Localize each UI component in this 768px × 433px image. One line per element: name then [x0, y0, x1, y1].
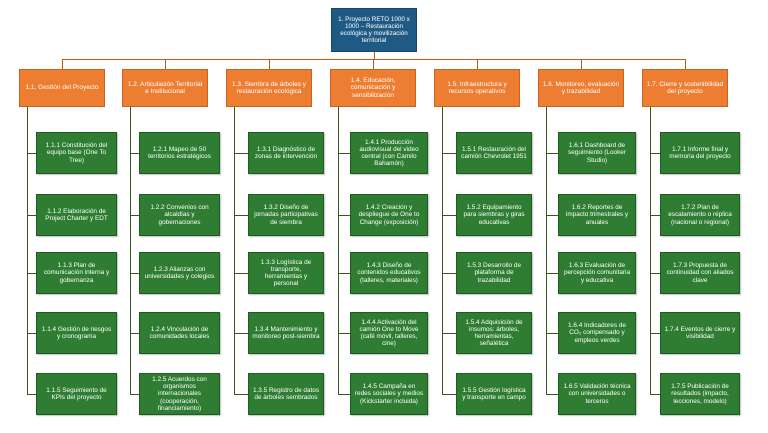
task-node: 1.5.2 Equipamiento para siembras y giras… — [456, 194, 532, 236]
task-node: 1.4.5 Campaña en redes sociales y medios… — [350, 373, 428, 415]
root-node: 1. Proyecto RETO 1000 x 1000 – Restaurac… — [331, 8, 417, 52]
child-connector — [234, 153, 248, 154]
task-node: 1.7.3 Propuesta de continuidad con aliad… — [660, 252, 740, 294]
branch-node: 1.2. Articulación Territorial e Instituc… — [122, 69, 208, 107]
child-connector — [338, 333, 350, 334]
branch-spine — [338, 107, 339, 394]
child-connector — [130, 215, 139, 216]
task-node: 1.5.1 Restauración del camión Chevrolet … — [456, 132, 532, 174]
task-node: 1.3.5 Registro de datos de árboles sembr… — [248, 373, 324, 415]
task-node: 1.4.1 Producción audiovisual del video c… — [350, 132, 428, 174]
child-connector — [338, 215, 350, 216]
child-connector — [650, 215, 660, 216]
task-node: 1.6.3 Evaluación de percepción comunitar… — [558, 252, 636, 294]
child-connector — [442, 394, 456, 395]
branch-node: 1.1. Gestión del Proyecto — [19, 69, 105, 107]
branch-node: 1.7. Cierre y sostenibilidad del proyect… — [642, 69, 728, 107]
task-node: 1.3.2 Diseño de jornadas participativas … — [248, 194, 324, 236]
branch-spine — [234, 107, 235, 394]
child-connector — [650, 394, 660, 395]
branch-connector — [685, 59, 686, 69]
task-node: 1.2.4 Vinculación de comunidades locales — [139, 312, 220, 354]
child-connector — [234, 394, 248, 395]
branch-node: 1.3. Siembra de árboles y restauración e… — [226, 69, 312, 107]
branch-spine — [27, 107, 28, 394]
child-connector — [442, 153, 456, 154]
child-connector — [27, 153, 36, 154]
branch-connector — [477, 59, 478, 69]
branch-spine — [546, 107, 547, 394]
child-connector — [442, 215, 456, 216]
task-node: 1.7.1 Informe final y memoria del proyec… — [660, 132, 740, 174]
task-node: 1.5.4 Adquisición de insumos: árboles, h… — [456, 312, 532, 354]
child-connector — [546, 394, 558, 395]
task-node: 1.7.4 Eventos de cierre y visibilidad — [660, 312, 740, 354]
child-connector — [130, 333, 139, 334]
child-connector — [234, 215, 248, 216]
child-connector — [27, 273, 36, 274]
task-node: 1.2.3 Alianzas con universidades y coleg… — [139, 252, 220, 294]
root-connector — [374, 52, 375, 59]
branch-connector — [165, 59, 166, 69]
child-connector — [234, 273, 248, 274]
branch-spine — [130, 107, 131, 394]
task-node: 1.6.4 Indicadores de CO₂ compensado y em… — [558, 312, 636, 354]
child-connector — [442, 333, 456, 334]
task-node: 1.5.3 Desarrollo de plataforma de trazab… — [456, 252, 532, 294]
child-connector — [650, 333, 660, 334]
child-connector — [27, 333, 36, 334]
child-connector — [338, 273, 350, 274]
branch-node: 1.4. Educación, comunicación y sensibili… — [330, 69, 416, 107]
task-node: 1.4.2 Creación y despliegue de One to Ch… — [350, 194, 428, 236]
task-node: 1.1.3 Plan de comunicación interna y gob… — [36, 252, 117, 294]
task-node: 1.6.1 Dashboard de seguimiento (Looker S… — [558, 132, 636, 174]
task-node: 1.6.2 Reportes de impacto trimestrales y… — [558, 194, 636, 236]
task-node: 1.7.5 Publicación de resultados (impacto… — [660, 373, 740, 415]
child-connector — [546, 153, 558, 154]
task-node: 1.2.2 Convenios con alcaldías y gobernac… — [139, 194, 220, 236]
child-connector — [130, 153, 139, 154]
branch-node: 1.5. Infraestructura y recursos operativ… — [434, 69, 520, 107]
task-node: 1.4.3 Diseño de contenidos educativos (t… — [350, 252, 428, 294]
task-node: 1.2.1 Mapeo de 50 territorios estratégic… — [139, 132, 220, 174]
task-node: 1.3.3 Logística de transporte, herramien… — [248, 252, 324, 294]
branch-connector — [269, 59, 270, 69]
child-connector — [130, 394, 139, 395]
task-node: 1.1.2 Elaboración de Project Charter y E… — [36, 194, 117, 236]
task-node: 1.2.5 Acuerdos con organismos internacio… — [139, 373, 220, 415]
task-node: 1.1.4 Gestión de riesgos y cronograma — [36, 312, 117, 354]
task-node: 1.7.2 Plan de escalamiento o réplica (na… — [660, 194, 740, 236]
branch-spine — [442, 107, 443, 394]
task-node: 1.4.4 Activación del camión One to Move … — [350, 312, 428, 354]
branch-connector — [373, 59, 374, 69]
child-connector — [650, 153, 660, 154]
task-node: 1.3.1 Diagnóstico de zonas de intervenci… — [248, 132, 324, 174]
branch-connector — [62, 59, 63, 69]
child-connector — [27, 215, 36, 216]
child-connector — [442, 273, 456, 274]
task-node: 1.1.1 Constitución del equipo base (One … — [36, 132, 117, 174]
child-connector — [650, 273, 660, 274]
branch-spine — [650, 107, 651, 394]
branch-connector — [581, 59, 582, 69]
task-node: 1.5.5 Gestión logística y transporte en … — [456, 373, 532, 415]
child-connector — [338, 394, 350, 395]
child-connector — [546, 333, 558, 334]
child-connector — [546, 273, 558, 274]
child-connector — [546, 215, 558, 216]
child-connector — [27, 394, 36, 395]
task-node: 1.1.5 Seguimiento de KPIs del proyecto — [36, 373, 117, 415]
child-connector — [234, 333, 248, 334]
child-connector — [130, 273, 139, 274]
child-connector — [338, 153, 350, 154]
task-node: 1.6.5 Validación técnica con universidad… — [558, 373, 636, 415]
task-node: 1.3.4 Mantenimiento y monitoreo post-sie… — [248, 312, 324, 354]
branch-node: 1.6. Monitoreo, evaluación y trazabilida… — [538, 69, 624, 107]
